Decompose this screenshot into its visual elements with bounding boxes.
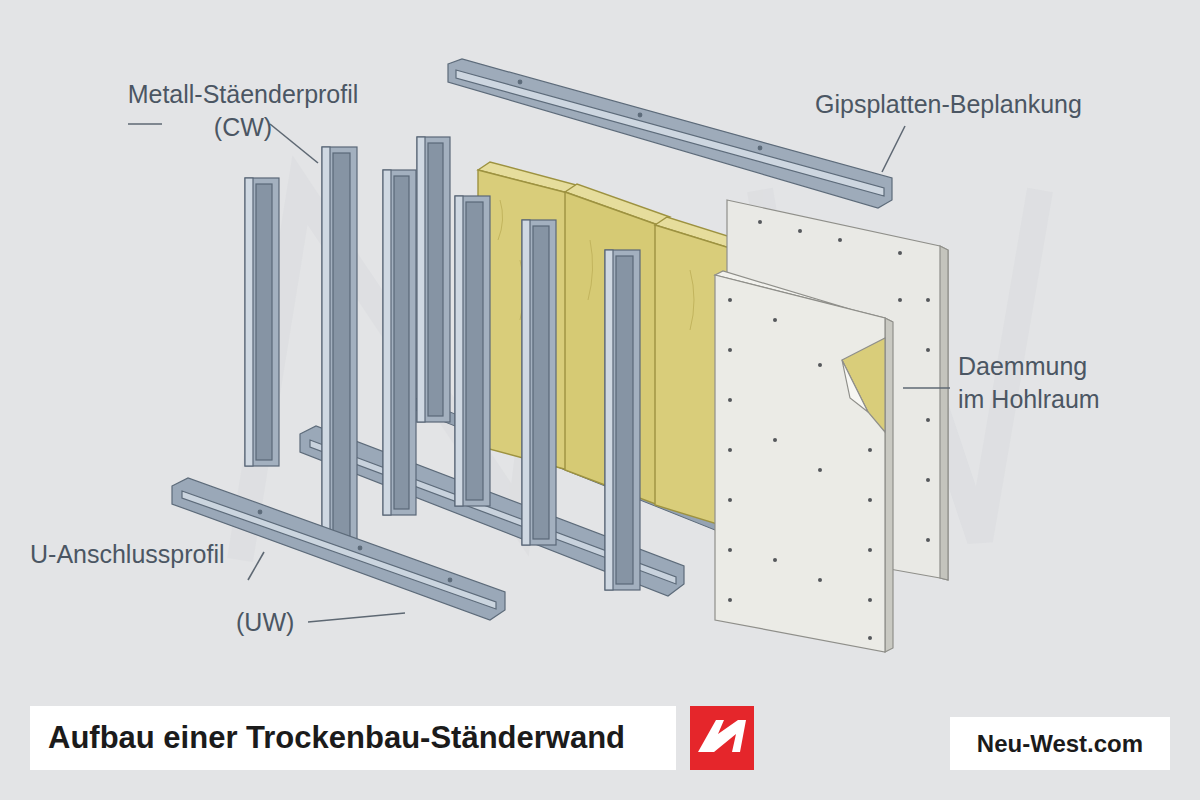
brand-logo [690,706,754,770]
website-label: Neu-West.com [977,730,1143,758]
part-label: Daemmung im Hohlraum [958,350,1102,416]
part-label: U-Anschlussprofil [30,538,225,571]
stud-profiles-back [245,137,450,542]
gypsum-board-front [715,271,893,652]
part-label: Metall-Stäenderprofil (CW) [96,78,390,144]
stud-profiles-front [455,196,640,590]
part-label: Gipsplatten-Beplankung [815,88,1082,121]
leader-lines [128,124,950,622]
title-text: Aufbau einer Trockenbau-Ständerwand [48,720,625,756]
part-code: (UW) [236,606,294,639]
